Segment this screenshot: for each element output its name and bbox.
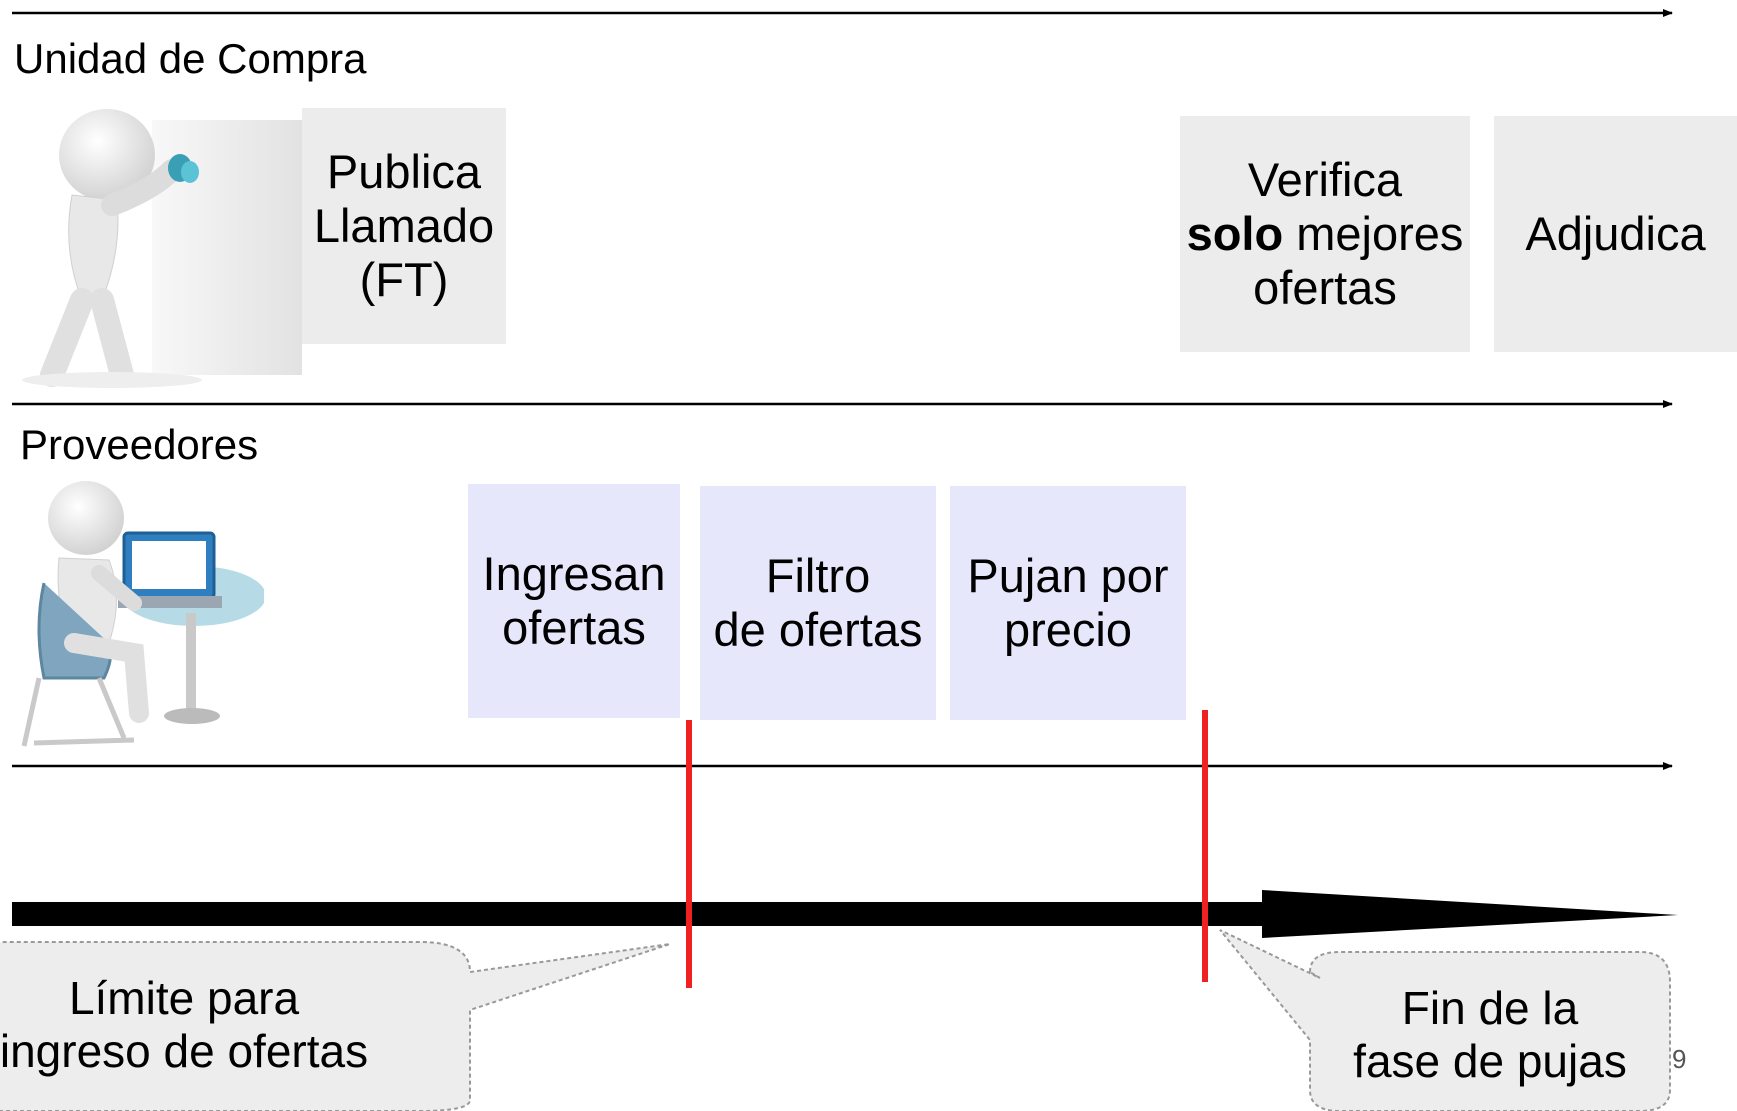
- step-pujan-line-2: precio: [1003, 603, 1132, 656]
- step-pujan-precio: Pujan por precio: [950, 486, 1186, 720]
- step-verifica-line-1: Verifica: [1247, 152, 1403, 206]
- callout-limite-ingreso: Límite para ingreso de ofertas: [0, 972, 384, 1078]
- step-filtro-ofertas: Filtro de ofertas: [700, 486, 936, 720]
- step-adjudica-line-1: Adjudica: [1525, 206, 1706, 260]
- step-verifica-line-3: ofertas: [1253, 261, 1397, 315]
- step-adjudica: Adjudica: [1494, 116, 1737, 352]
- lane-label-proveedores: Proveedores: [20, 421, 259, 468]
- person-at-computer-icon: [14, 478, 264, 758]
- step-publica-line-1: Publica: [326, 144, 482, 198]
- step-verifica-ofertas: Verifica solo mejores ofertas: [1180, 116, 1470, 352]
- step-ingresan-line-1: Ingresan: [482, 546, 666, 600]
- time-main-arrow: [12, 890, 1678, 938]
- step-verifica-line-2: solo mejores: [1187, 207, 1464, 261]
- callout-limite-line-2: ingreso de ofertas: [0, 1024, 369, 1077]
- callout-limite-shape: [0, 941, 671, 1111]
- page-number: 9: [1672, 1044, 1687, 1074]
- callout-fin-line-2: fase de pujas: [1353, 1034, 1627, 1087]
- step-verifica-bold-word: solo: [1186, 206, 1284, 260]
- person-pushing-button-icon: [12, 100, 302, 390]
- step-pujan-line-1: Pujan por: [967, 548, 1169, 602]
- callout-fin-shape: [1219, 929, 1671, 1111]
- callout-fin-line-1: Fin de la: [1401, 982, 1579, 1034]
- step-verifica-line-2-rest: mejores: [1283, 206, 1464, 260]
- callout-limite-line-1: Límite para: [68, 972, 300, 1024]
- step-publica-line-2: Llamado: [313, 198, 495, 252]
- lane-label-unidad-compra: Unidad de Compra: [14, 35, 367, 82]
- callout-fin-pujas: Fin de la fase de pujas: [1320, 982, 1660, 1088]
- step-filtro-line-2: de ofertas: [713, 603, 923, 656]
- step-ingresan-ofertas: Ingresan ofertas: [468, 484, 680, 718]
- step-publica-llamado: Publica Llamado (FT): [302, 108, 506, 344]
- step-filtro-line-1: Filtro: [765, 548, 871, 602]
- step-publica-line-3: (FT): [359, 253, 449, 307]
- step-ingresan-line-2: ofertas: [502, 601, 646, 654]
